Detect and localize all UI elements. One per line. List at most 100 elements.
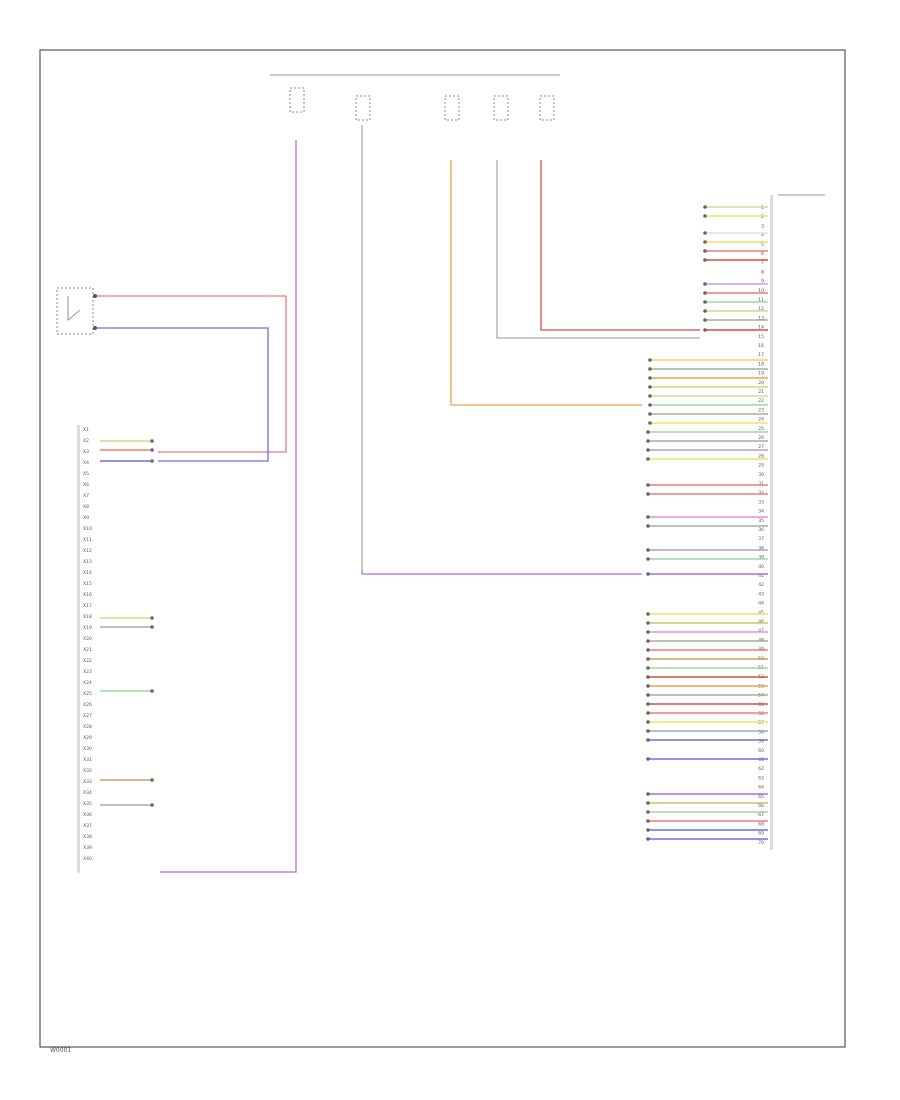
right-pin-label: 60	[758, 748, 764, 754]
footer-code: W0001	[50, 1047, 71, 1054]
right-pin-label: 23	[758, 407, 764, 413]
left-pin-label: X32	[83, 768, 92, 774]
wire-orange	[450, 160, 642, 406]
right-pin-label: 33	[758, 499, 764, 505]
right-stub-connector	[646, 837, 650, 841]
right-stub-connector	[646, 711, 650, 715]
right-pin-label: 66	[758, 803, 764, 809]
right-module: 1234567891011121314151617181920212223242…	[758, 194, 825, 850]
left-pin-label: X3	[83, 449, 89, 455]
right-stub-connector	[646, 729, 650, 733]
right-pin-label: 36	[758, 527, 764, 533]
sensor-box	[56, 287, 97, 335]
fuse-3	[444, 95, 460, 121]
right-pin-label: 27	[758, 444, 764, 450]
right-stub-connector	[646, 457, 650, 461]
left-pin-label: X2	[83, 438, 89, 444]
right-stub-connector	[646, 612, 650, 616]
left-stub-connector	[150, 459, 154, 463]
right-pin-label: 46	[758, 619, 764, 625]
right-pin-label: 16	[758, 343, 764, 349]
right-pin-label: 1	[761, 205, 764, 211]
right-stub-connector	[646, 828, 650, 832]
left-pin-label: X39	[83, 845, 92, 851]
right-stub-connector	[703, 249, 707, 253]
right-pin-label: 70	[758, 840, 764, 846]
right-pin-label: 13	[758, 315, 764, 321]
right-pin-label: 4	[761, 233, 764, 239]
right-pin-label: 40	[758, 564, 764, 570]
left-pin-label: X31	[83, 757, 92, 763]
wire-purple-left	[160, 140, 297, 873]
right-pin-label: 9	[761, 279, 764, 285]
right-pin-label: 3	[761, 223, 764, 229]
right-stub-connector	[648, 403, 652, 407]
right-stub-connector	[703, 282, 707, 286]
right-pin-label: 69	[758, 831, 764, 837]
right-stub-connector	[703, 300, 707, 304]
right-pin-label: 38	[758, 545, 764, 551]
right-pin-label: 18	[758, 361, 764, 367]
right-stub-connector	[703, 291, 707, 295]
right-pin-label: 37	[758, 536, 764, 542]
left-stub-connector	[150, 625, 154, 629]
right-stub-connector	[646, 801, 650, 805]
right-stub-connector	[646, 515, 650, 519]
right-stub-connector	[648, 412, 652, 416]
left-pin-label: X12	[83, 548, 92, 554]
right-stub-connector	[646, 675, 650, 679]
left-pin-label: X34	[83, 790, 92, 796]
left-pin-label: X16	[83, 592, 92, 598]
left-pin-label: X7	[83, 493, 89, 499]
right-pin-label: 43	[758, 591, 764, 597]
left-pin-label: X27	[83, 713, 92, 719]
right-stub-connector	[646, 548, 650, 552]
fuse-2	[355, 95, 371, 121]
left-pin-label: X8	[83, 504, 89, 510]
right-stub-connector	[646, 483, 650, 487]
right-stub-connector	[646, 557, 650, 561]
right-pin-label: 62	[758, 766, 764, 772]
right-pin-label: 65	[758, 794, 764, 800]
left-pin-label: X20	[83, 636, 92, 642]
right-stub-connector	[703, 205, 707, 209]
left-pin-label: X5	[83, 471, 89, 477]
right-pin-label: 5	[761, 242, 764, 248]
right-pin-label: 25	[758, 426, 764, 432]
left-stub-connector	[150, 448, 154, 452]
right-pin-label: 30	[758, 472, 764, 478]
sensor-outline	[56, 287, 94, 335]
right-pin-label: 26	[758, 435, 764, 441]
left-pin-label: X4	[83, 460, 89, 466]
right-stub-connector	[648, 394, 652, 398]
right-stub-connector	[646, 738, 650, 742]
left-stub-connector	[150, 439, 154, 443]
right-pin-label: 32	[758, 490, 764, 496]
left-pin-label: X30	[83, 746, 92, 752]
fuse-4	[493, 95, 509, 121]
right-pin-label: 64	[758, 785, 764, 791]
wire-gray-fuse4	[496, 160, 700, 339]
right-stub-connector	[648, 376, 652, 380]
right-stub-connector	[646, 702, 650, 706]
left-module: X1X2X3X4X5X6X7X8X9X10X11X12X13X14X15X16X…	[77, 425, 92, 873]
left-stub-connector	[150, 778, 154, 782]
right-stub-connector	[703, 328, 707, 332]
right-pin-label: 2	[761, 214, 764, 220]
left-pin-label: X15	[83, 581, 92, 587]
right-pin-label: 19	[758, 371, 764, 377]
left-pin-label: X6	[83, 482, 89, 488]
right-stub-connector	[703, 240, 707, 244]
right-stub-connector	[646, 810, 650, 814]
right-pin-label: 11	[758, 297, 764, 303]
right-pin-label: 28	[758, 453, 764, 459]
right-pin-label: 6	[761, 251, 764, 257]
left-module-pins: X1X2X3X4X5X6X7X8X9X10X11X12X13X14X15X16X…	[83, 427, 92, 862]
right-pin-label: 7	[761, 260, 764, 266]
right-stub-connector	[646, 666, 650, 670]
wire-purple-right	[361, 570, 642, 575]
right-pin-label: 61	[758, 757, 764, 763]
left-stub-connector	[150, 689, 154, 693]
left-pin-label: X40	[83, 856, 92, 862]
